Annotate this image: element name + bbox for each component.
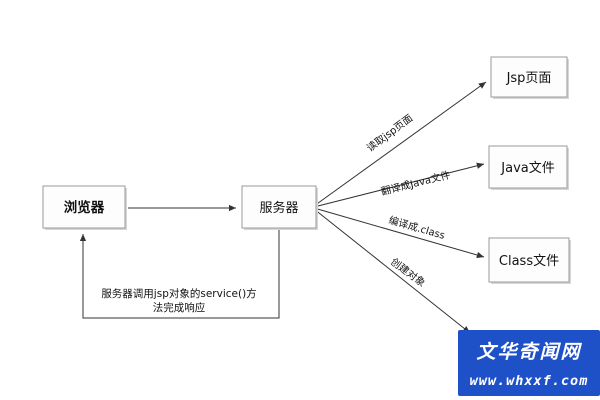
label-read-jsp: 读取jsp页面	[364, 111, 415, 154]
edge-server-to-object	[313, 208, 471, 334]
response-note-line-1: 服务器调用jsp对象的service()方	[101, 287, 256, 300]
response-note: 服务器调用jsp对象的service()方 法完成响应	[101, 287, 256, 314]
node-java-file: Java文件	[488, 145, 569, 190]
edge-server-to-java	[313, 162, 485, 208]
node-server-label: 服务器	[259, 200, 298, 216]
watermark-url: www.whxxf.com	[470, 373, 589, 389]
response-note-line-2: 法完成响应	[153, 301, 206, 314]
watermark-title: 文华奇闻网	[476, 341, 582, 363]
node-browser: 浏览器	[42, 185, 127, 230]
edge-server-to-class	[313, 207, 485, 259]
node-java-file-label: Java文件	[500, 161, 554, 176]
edge-server-to-jsp	[313, 81, 487, 207]
node-server: 服务器	[241, 185, 318, 230]
node-class-file: Class文件	[488, 237, 571, 284]
node-jsp-page: Jsp页面	[490, 56, 569, 99]
edges	[79, 81, 487, 334]
watermark-logo: 文华奇闻网 www.whxxf.com	[458, 330, 600, 396]
node-class-file-label: Class文件	[499, 254, 559, 269]
node-browser-label: 浏览器	[64, 199, 105, 216]
label-translate-java: 翻译成Java文件	[380, 168, 452, 198]
node-jsp-page-label: Jsp页面	[506, 71, 552, 86]
edge-server-response-to-browser	[79, 230, 280, 319]
